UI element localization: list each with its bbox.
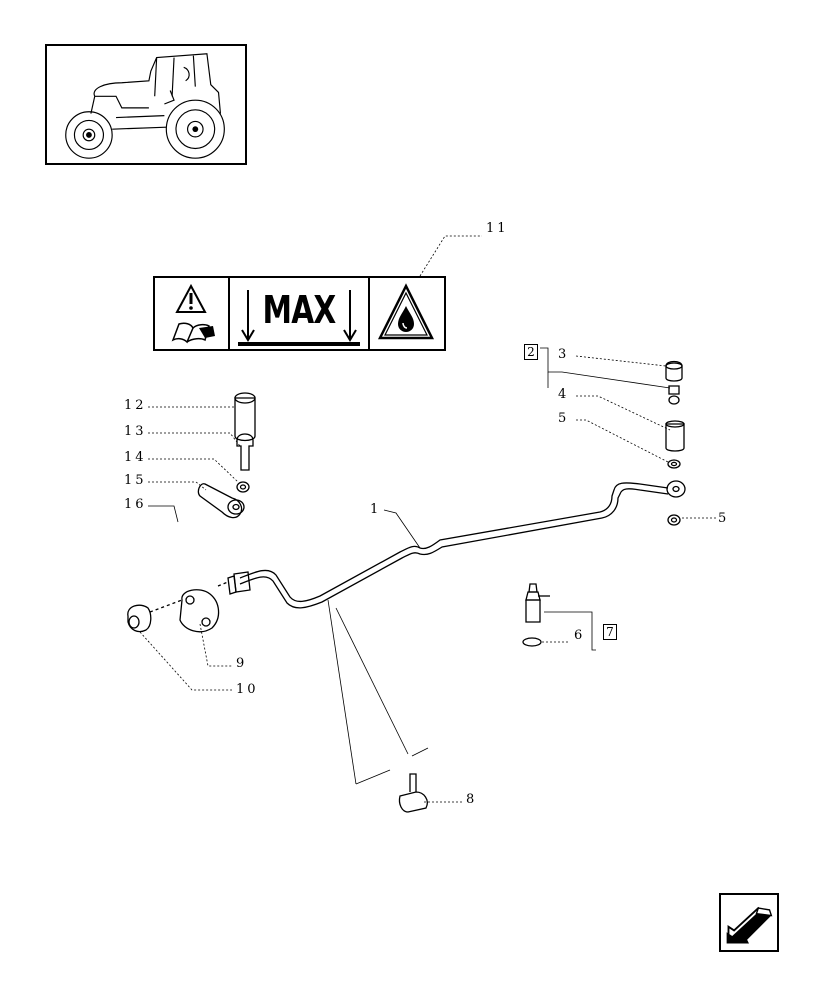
- callout-10: 10: [236, 682, 259, 697]
- callout-5-top: 5: [558, 411, 570, 426]
- callout-9: 9: [236, 656, 248, 671]
- banjo-fitting-right: [666, 480, 686, 498]
- washer-6: [522, 637, 542, 647]
- tractor-illustration-icon: [65, 53, 225, 159]
- callout-8: 8: [466, 792, 478, 807]
- decal-left-cell: [155, 278, 230, 349]
- oil-drop-warning-icon: [377, 283, 435, 340]
- callout-7-boxed: 7: [603, 624, 617, 640]
- banjo-15: [197, 483, 243, 519]
- callout-5-bottom: 5: [718, 511, 730, 526]
- callout-4: 4: [558, 387, 570, 402]
- bolt-13: [236, 433, 254, 471]
- callout-6: 6: [574, 628, 586, 643]
- max-level-label: MAX: [262, 288, 337, 332]
- pipe-1: [239, 482, 669, 603]
- max-level-arrows-icon: [238, 290, 360, 346]
- decal-right-cell: [370, 278, 444, 349]
- callout-14: 14: [124, 450, 147, 465]
- callout-11: 11: [486, 221, 509, 236]
- nut-10: [127, 604, 152, 633]
- washer-14: [236, 481, 250, 493]
- back-navigation-button[interactable]: [719, 893, 779, 952]
- tractor-thumbnail: [45, 44, 247, 165]
- flange-9: [179, 589, 220, 633]
- warning-decal: MAX: [153, 276, 446, 351]
- cap-3: [665, 360, 683, 382]
- callout-16: 16: [124, 497, 147, 512]
- warning-read-manual-icon: [171, 283, 215, 344]
- callout-2-boxed: 2: [524, 344, 538, 360]
- decal-max-cell: MAX: [230, 278, 370, 349]
- cap-12: [234, 397, 256, 442]
- callout-1: 1: [370, 502, 382, 517]
- clip-8: [398, 791, 428, 813]
- washer-5-bottom: [667, 514, 681, 526]
- bolt-4: [665, 423, 685, 452]
- nut-small: [668, 385, 680, 395]
- callout-12: 12: [124, 398, 147, 413]
- union-7: [525, 599, 541, 623]
- washer-5-top: [667, 459, 681, 469]
- callout-15: 15: [124, 473, 147, 488]
- callout-3: 3: [558, 347, 570, 362]
- callout-13: 13: [124, 424, 147, 439]
- back-arrow-icon: [726, 906, 773, 944]
